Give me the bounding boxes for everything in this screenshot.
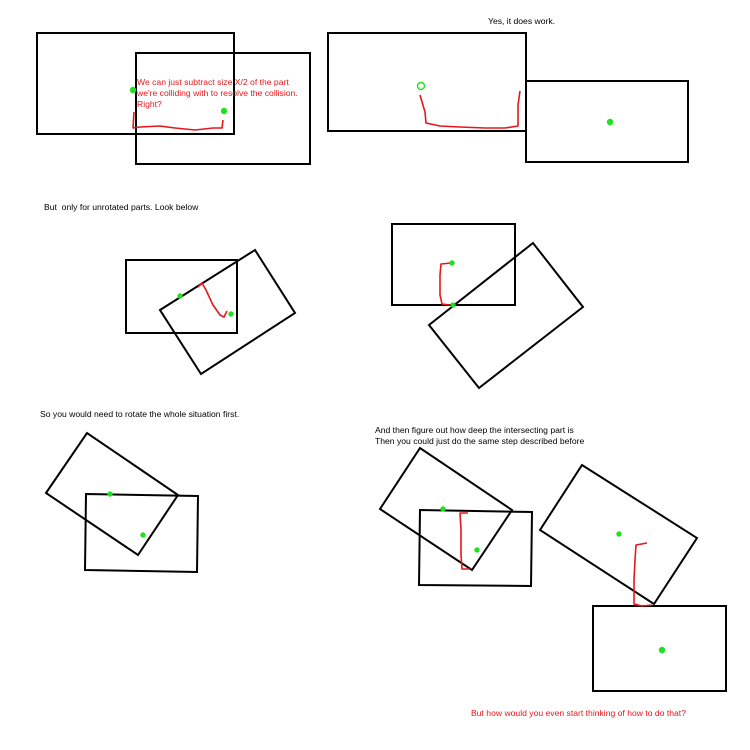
- panel3-depth-path: [197, 282, 228, 318]
- panel2-rect-a: [327, 32, 527, 132]
- panel5-center-top-icon: [107, 491, 113, 497]
- panel2-note: Yes, it does work.: [488, 16, 556, 26]
- panel4-center-bottom-icon: [450, 302, 456, 308]
- final-question: But how would you even start thinking of…: [471, 708, 686, 718]
- panel6-depth-bracket: [459, 512, 470, 570]
- panel5-center-bottom-icon: [140, 532, 146, 538]
- panel1-depth-bracket: [132, 111, 224, 131]
- panel1-rect-a: [36, 32, 235, 135]
- panel1-center-right-icon: [220, 107, 228, 115]
- panel4-rect-rotated: [427, 241, 585, 390]
- panel7-rect-axis: [592, 605, 727, 692]
- panel2-center-right-icon: [606, 118, 614, 126]
- panel6-note: And then figure out how deep the interse…: [375, 425, 585, 446]
- panel3-rect-rotated: [158, 248, 297, 376]
- panel6-rect-rotated: [378, 446, 514, 572]
- depth-annotations-layer: [132, 90, 653, 607]
- panel2-rect-b: [525, 80, 689, 163]
- panel7-center-rotated-icon: [616, 531, 622, 537]
- panel2-depth-bracket: [419, 90, 521, 129]
- panel4-center-top-icon: [449, 260, 455, 266]
- panel6-rect-axis: [417, 508, 534, 588]
- panel5-rect-axis: [83, 492, 200, 574]
- center-markers-layer: [107, 81, 666, 654]
- panel7-center-axis-icon: [658, 646, 666, 654]
- rectangles-layer: [36, 32, 727, 692]
- panel3-center-left-icon: [177, 293, 183, 299]
- panel7-depth-path: [633, 542, 653, 607]
- panel3-center-right-icon: [228, 311, 234, 317]
- panel1-center-left-icon: [129, 86, 137, 94]
- panel7-rect-rotated: [538, 463, 699, 606]
- panel1-note: We can just subtract size X/2 of the par…: [137, 77, 298, 109]
- section2-heading: But only for unrotated parts. Look below: [44, 202, 199, 212]
- section3-heading: So you would need to rotate the whole si…: [40, 409, 240, 419]
- panel6-center-bottom-icon: [474, 547, 480, 553]
- panel6-center-top-icon: [440, 506, 446, 512]
- panel2-center-left-icon: [416, 81, 426, 91]
- panel4-depth-path: [439, 262, 452, 306]
- panel4-rect-axis: [391, 223, 516, 306]
- panel3-rect-axis: [125, 259, 238, 334]
